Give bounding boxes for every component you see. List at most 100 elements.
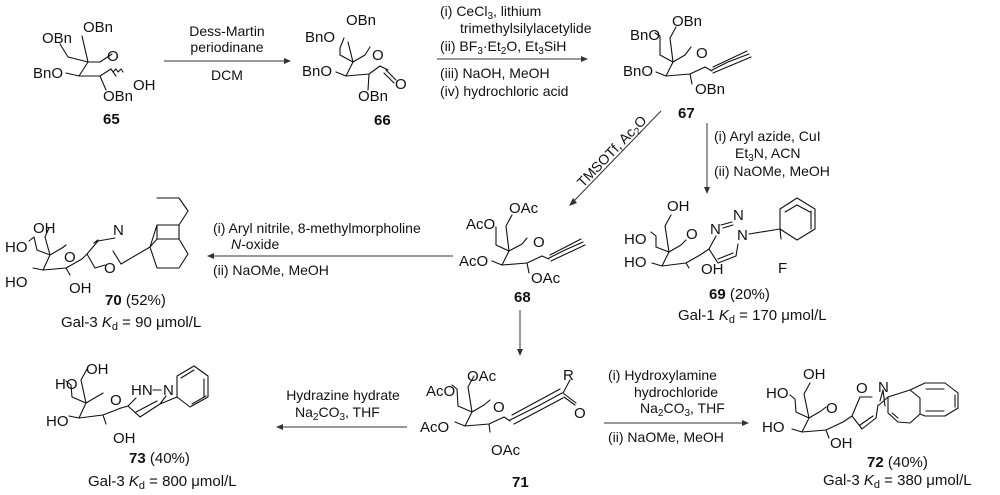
c67-obn-6: OBn	[672, 13, 702, 30]
r7-reagent: Hydrazine hydrate	[286, 387, 400, 403]
c68-oac-2: OAc	[531, 270, 561, 287]
c65-bno-3: BnO	[33, 65, 63, 82]
c73-ring-o: O	[110, 392, 122, 409]
r2-reagent-i-cont: trimethylsilylacetylide	[460, 20, 592, 36]
arrowhead-icon	[581, 56, 588, 62]
c73-caption: 73 (40%)	[129, 450, 190, 467]
c72-oh-2: OH	[830, 435, 853, 452]
r3-reagent: TMSOTf, Ac2O	[574, 112, 652, 192]
r1-reagent-2: periodinane	[190, 39, 263, 55]
compound-68: OAc AcO AcO O OAc 68	[459, 200, 586, 306]
reaction-arrow-1: Dess-Martin periodinane DCM	[164, 23, 291, 83]
r2-reagent-ii: (ii) BF3·Et2O, Et3SiH	[440, 38, 566, 57]
compound-66: OBn BnO BnO O O OBn 66	[302, 12, 407, 129]
reaction-arrow-8: Hydrazine hydrate Na2CO3, THF	[276, 387, 407, 430]
compound-73: OH HO HO O OH HN N 73 (40%) Gal-3 Kd = 8…	[46, 361, 237, 492]
r1-solvent: DCM	[211, 67, 243, 83]
r5-reagent-ii: (ii) NaOMe, MeOH	[213, 262, 329, 278]
c69-n3: N	[710, 221, 721, 238]
arrowhead-icon	[284, 58, 291, 64]
c72-caption: 72 (40%)	[867, 454, 928, 471]
c68-aco-3: AcO	[459, 253, 488, 270]
reaction-arrow-2: (i) CeCl3, lithium trimethylsilylacetyli…	[437, 3, 592, 99]
r4-reagent-i: (i) Aryl azide, CuI	[714, 128, 821, 144]
c71-aco-4: AcO	[426, 383, 455, 400]
compound-70: OH HO HO O OH N O 70 (52%) Gal-3 Kd = 90…	[5, 197, 201, 333]
c71-carbonyl-o: O	[574, 405, 586, 422]
c69-ring-o: O	[686, 226, 698, 243]
r6-reagent-i: (i) Hydroxylamine	[608, 367, 717, 383]
arrowhead-icon	[569, 198, 577, 206]
c73-ho-4: HO	[55, 376, 78, 393]
c68-oac-6: OAc	[509, 200, 539, 217]
c71-r-group: R	[563, 367, 574, 384]
c68-label: 68	[514, 289, 531, 306]
arrowhead-icon	[276, 424, 283, 430]
r5-reagent-i-cont: N-oxide	[231, 236, 279, 252]
c67-label: 67	[678, 105, 695, 122]
r7-base: Na2CO3, THF	[295, 404, 380, 423]
reaction-arrow-6	[517, 310, 523, 356]
c72-ho-3: HO	[762, 419, 785, 436]
c70-ho-4: HO	[5, 239, 28, 256]
c66-ring-o: O	[372, 47, 384, 64]
c73-kd: Gal-3 Kd = 800 μmol/L	[88, 473, 237, 492]
arrowhead-icon	[742, 420, 749, 426]
c70-oh-2: OH	[69, 280, 92, 297]
c73-ho-3: HO	[46, 413, 69, 430]
c73-pyrazole-n: N	[163, 382, 174, 399]
reaction-arrow-5: (i) Aryl nitrile, 8-methylmorpholine N-o…	[207, 220, 453, 278]
c69-caption: 69 (20%)	[709, 286, 770, 303]
r4-reagent-ii: (ii) NaOMe, MeOH	[714, 163, 830, 179]
c67-bno-4: BnO	[630, 27, 660, 44]
c66-obn-2: OBn	[358, 88, 388, 105]
c65-obn-2: OBn	[103, 88, 133, 105]
c70-ring-o: O	[64, 249, 76, 266]
c67-bno-3: BnO	[623, 63, 653, 80]
arrowhead-icon	[704, 187, 710, 194]
r2-reagent-iv: (iv) hydrochloric acid	[440, 83, 568, 99]
c71-aco-3: AcO	[420, 419, 449, 436]
c73-oh-6: OH	[86, 361, 109, 378]
c71-oac-2: OAc	[491, 442, 521, 459]
c65-oh-1: OH	[133, 77, 156, 94]
c69-oh-2: OH	[701, 261, 724, 278]
c69-ho-3: HO	[624, 254, 647, 271]
c70-ho-3: HO	[5, 274, 28, 291]
compound-69: OH HO HO O OH N N N F 69 (20%) Gal-1 Kd …	[624, 197, 827, 326]
c66-carbonyl-o: O	[395, 76, 407, 93]
c65-ring-o: O	[107, 48, 119, 65]
c67-obn-2: OBn	[695, 81, 725, 98]
r5-reagent-i: (i) Aryl nitrile, 8-methylmorpholine	[213, 220, 421, 236]
r6-reagent-base: Na2CO3, THF	[640, 400, 725, 419]
c66-obn-6: OBn	[346, 12, 376, 29]
c65-label: 65	[103, 111, 120, 128]
c67-ring-o: O	[696, 45, 708, 62]
c72-isoxazole-o: O	[856, 380, 868, 397]
c70-kd: Gal-3 Kd = 90 μmol/L	[61, 314, 201, 333]
c65-obn-6: OBn	[83, 19, 113, 36]
compound-72: OH HO HO O OH O N 72 (40%) Gal-3 Kd = 38…	[762, 366, 972, 491]
compound-67: OBn BnO BnO O OBn 67	[623, 13, 752, 122]
c70-oh-6: OH	[33, 220, 56, 237]
c70-caption: 70 (52%)	[105, 292, 166, 309]
c69-oh-6: OH	[667, 198, 690, 215]
c73-oh-2: OH	[113, 430, 136, 447]
c72-oh-6: OH	[803, 366, 826, 383]
reaction-arrow-4: (i) Aryl azide, CuI Et3N, ACN (ii) NaOMe…	[704, 123, 830, 194]
arrowhead-icon	[517, 349, 523, 356]
r2-reagent-i: (i) CeCl3, lithium	[440, 3, 541, 22]
r1-reagent: Dess-Martin	[189, 23, 264, 39]
c72-ho-4: HO	[766, 385, 789, 402]
c66-bno-4: BnO	[305, 29, 335, 46]
c72-ring-o: O	[826, 400, 838, 417]
c65-obn-4: OBn	[42, 30, 72, 47]
c69-ho-4: HO	[624, 231, 647, 248]
c71-oac-6: OAc	[467, 368, 497, 385]
compound-71: OAc AcO AcO O OAc R O 71	[420, 367, 586, 491]
c73-pyrazole-nh: HN	[131, 382, 153, 399]
c70-oxazole-n: N	[113, 222, 124, 239]
r6-reagent-ii: (ii) NaOMe, MeOH	[608, 429, 724, 445]
reaction-arrow-7: (i) Hydroxylamine hydrochloride Na2CO3, …	[604, 367, 749, 445]
